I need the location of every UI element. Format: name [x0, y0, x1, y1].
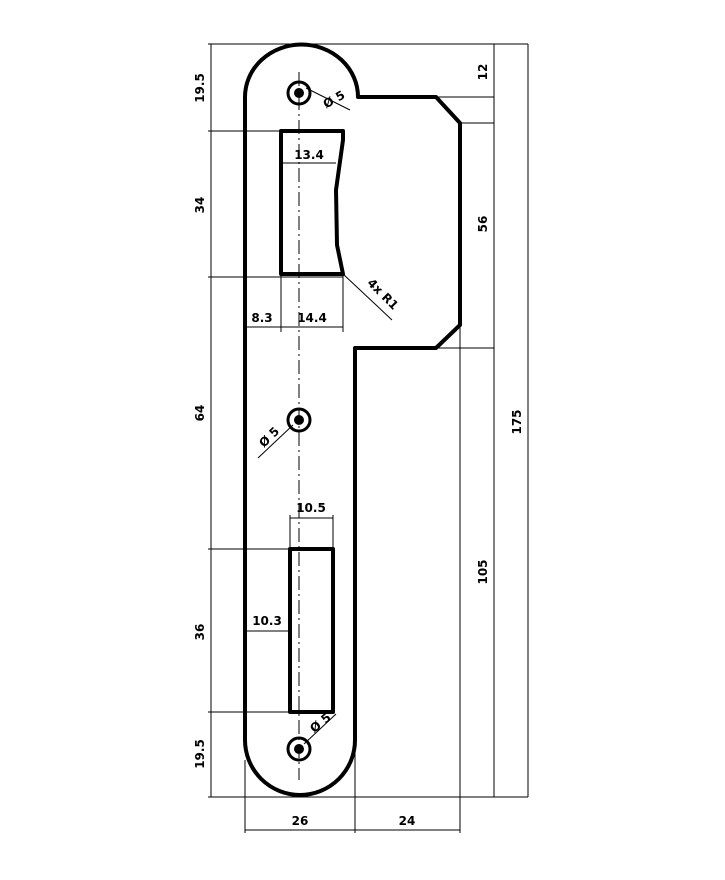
dim-lower-slot-width: 10.5 — [296, 501, 326, 515]
dim-hole-top: Ø 5 — [321, 88, 348, 111]
upper-slot-bottom-dimensions — [245, 274, 344, 332]
dim-right-top: 12 — [476, 64, 490, 81]
plate-outline — [243, 42, 462, 797]
dim-slot-height: 34 — [193, 197, 207, 214]
dim-top-end: 19.5 — [193, 73, 207, 103]
hole-bottom-leader — [303, 713, 337, 745]
dim-plate-width: 26 — [292, 814, 309, 828]
dim-upper-slot-offset: 8.3 — [251, 311, 272, 325]
hole-middle — [286, 407, 312, 433]
hole-middle-leader — [257, 424, 294, 459]
hole-top — [286, 80, 312, 106]
dim-lip-width: 24 — [399, 814, 416, 828]
dim-upper-slot-width: 13.4 — [294, 148, 324, 162]
lower-slot-width-dimension — [289, 515, 334, 549]
dim-between: 64 — [193, 405, 207, 422]
dim-hole-middle: Ø 5 — [256, 424, 282, 450]
hole-bottom — [286, 736, 312, 762]
dim-corner-radius: 4x R1 — [364, 276, 401, 313]
left-dimension-chain — [208, 43, 343, 798]
corner-radius-leader — [342, 273, 393, 321]
dim-total-length: 175 — [510, 409, 524, 434]
dim-lower-slot-height: 36 — [193, 624, 207, 641]
bottom-dimension-chain — [244, 325, 461, 833]
lower-slot — [288, 547, 335, 714]
dim-right-lip: 56 — [476, 216, 490, 233]
dim-hole-bottom: Ø 5 — [307, 710, 333, 735]
upper-slot — [279, 129, 345, 276]
dim-upper-slot-bottom-width: 14.4 — [297, 311, 327, 325]
dim-bottom-end: 19.5 — [193, 739, 207, 769]
right-dimension-chain — [300, 43, 529, 798]
dim-lower-slot-offset: 10.3 — [252, 614, 282, 628]
hole-top-leader — [305, 87, 351, 111]
dim-right-rest: 105 — [476, 559, 490, 584]
